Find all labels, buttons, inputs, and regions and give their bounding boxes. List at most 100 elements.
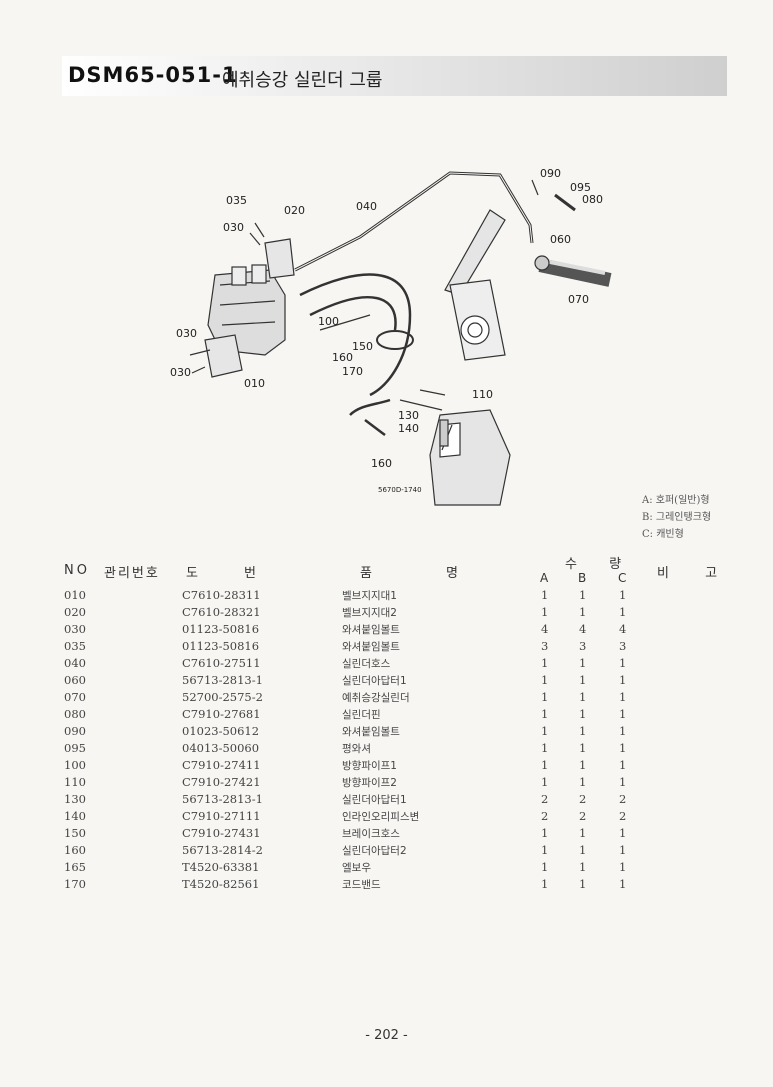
part-name: 실린더핀 <box>342 709 381 721</box>
qty-a: 4 <box>541 622 549 636</box>
part-name: 실린더아답터2 <box>342 845 407 857</box>
callout-160: 160 <box>332 351 353 364</box>
qty-a: 1 <box>541 758 549 772</box>
callout-010: 010 <box>244 377 265 390</box>
header-dwg-1: 도 <box>186 566 198 581</box>
callout-060: 060 <box>550 233 571 246</box>
qty-a: 1 <box>541 673 549 687</box>
header-qty-a: A <box>540 571 549 585</box>
qty-a: 1 <box>541 741 549 755</box>
callout-030-c: 030 <box>170 366 191 379</box>
callout-020: 020 <box>284 204 305 217</box>
qty-a: 1 <box>541 775 549 789</box>
part-no: 030 <box>64 622 86 636</box>
group-code: DSM65-051-1 <box>68 63 238 87</box>
drawing-no: 52700-2575-2 <box>182 690 263 704</box>
part-name: 방향파이프1 <box>342 760 397 772</box>
qty-a: 1 <box>541 860 549 874</box>
qty-b: 1 <box>579 707 587 721</box>
part-no: 160 <box>64 843 86 857</box>
callout-095: 095 <box>570 181 591 194</box>
part-name: 방향파이프2 <box>342 777 397 789</box>
part-no: 035 <box>64 639 86 653</box>
qty-b: 1 <box>579 724 587 738</box>
part-no: 010 <box>64 588 86 602</box>
qty-a: 1 <box>541 690 549 704</box>
callout-160-b: 160 <box>371 457 392 470</box>
part-no: 140 <box>64 809 86 823</box>
part-name: 벨브지지대2 <box>342 607 397 619</box>
qty-c: 1 <box>619 843 627 857</box>
qty-c: 1 <box>619 775 627 789</box>
qty-c: 2 <box>619 792 627 806</box>
callout-030-b: 030 <box>176 327 197 340</box>
qty-a: 2 <box>541 809 549 823</box>
qty-b: 1 <box>579 775 587 789</box>
part-name: 코드밴드 <box>342 879 381 891</box>
qty-a: 1 <box>541 605 549 619</box>
part-no: 090 <box>64 724 86 738</box>
drawing-no: 01123-50816 <box>182 622 260 636</box>
qty-c: 1 <box>619 826 627 840</box>
callout-070: 070 <box>568 293 589 306</box>
table-row: 110 C7910-27421 방향파이프2 1 1 1 <box>0 775 773 792</box>
drawing-no: T4520-82561 <box>182 877 260 891</box>
qty-c: 1 <box>619 741 627 755</box>
drawing-no: C7610-27511 <box>182 656 261 670</box>
callout-170: 170 <box>342 365 363 378</box>
drawing-no: 01023-50612 <box>182 724 260 738</box>
legend-c: C: 캐빈형 <box>642 529 684 540</box>
title-bar: DSM65-051-1 예취승강 실린더 그룹 <box>62 56 727 96</box>
part-name: 실린더호스 <box>342 658 391 670</box>
qty-a: 2 <box>541 792 549 806</box>
header-remark: 비 고 <box>657 566 734 581</box>
qty-c: 1 <box>619 690 627 704</box>
qty-b: 1 <box>579 843 587 857</box>
qty-b: 1 <box>579 656 587 670</box>
part-no: 170 <box>64 877 86 891</box>
callout-150: 150 <box>352 340 373 353</box>
callout-035: 035 <box>226 194 247 207</box>
callout-090: 090 <box>540 167 561 180</box>
drawing-no: C7910-27421 <box>182 775 261 789</box>
part-no: 150 <box>64 826 86 840</box>
qty-b: 1 <box>579 877 587 891</box>
callout-130: 130 <box>398 409 419 422</box>
part-no: 165 <box>64 860 86 874</box>
qty-b: 1 <box>579 605 587 619</box>
part-name: 와셔붙임볼트 <box>342 641 400 653</box>
part-no: 095 <box>64 741 86 755</box>
qty-b: 2 <box>579 809 587 823</box>
drawing-no: C7910-27411 <box>182 758 261 772</box>
part-no: 070 <box>64 690 86 704</box>
callout-140: 140 <box>398 422 419 435</box>
part-name: 벨브지지대1 <box>342 590 397 602</box>
part-no: 040 <box>64 656 86 670</box>
qty-c: 1 <box>619 860 627 874</box>
callout-110: 110 <box>472 388 493 401</box>
drawing-no: C7610-28321 <box>182 605 261 619</box>
part-no: 080 <box>64 707 86 721</box>
legend-b: B: 그레인탱크형 <box>642 512 712 523</box>
qty-a: 1 <box>541 707 549 721</box>
legend: A: 호퍼(일반)형 B: 그레인탱크형 C: 캐빈형 <box>642 492 711 543</box>
part-no: 130 <box>64 792 86 806</box>
qty-b: 4 <box>579 622 587 636</box>
part-no: 110 <box>64 775 86 789</box>
qty-b: 1 <box>579 758 587 772</box>
drawing-no: 56713-2813-1 <box>182 792 263 806</box>
qty-c: 1 <box>619 605 627 619</box>
part-no: 100 <box>64 758 86 772</box>
drawing-no: C7910-27681 <box>182 707 261 721</box>
qty-b: 1 <box>579 673 587 687</box>
part-name: 와셔붙임볼트 <box>342 624 400 636</box>
figure-code: 5670D-1740 <box>378 486 422 494</box>
